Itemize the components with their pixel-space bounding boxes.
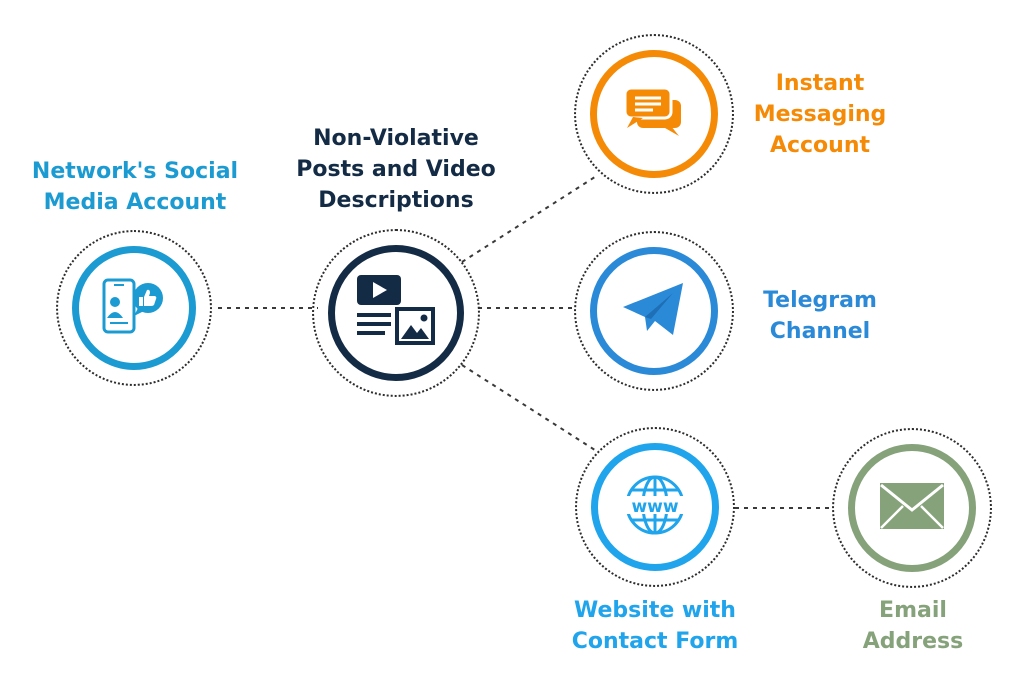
node-posts-videos xyxy=(312,229,480,397)
node-website-dashed-ring xyxy=(575,427,735,587)
node-social-dashed-ring xyxy=(56,230,212,386)
label-email-line-1: Email xyxy=(879,598,947,623)
chat-bubbles-icon xyxy=(623,86,685,142)
label-social-line-2: Media Account xyxy=(43,190,227,215)
node-telegram-dashed-ring xyxy=(574,231,734,391)
node-email-dashed-ring xyxy=(832,428,992,588)
globe-www-icon: www xyxy=(619,473,691,541)
video-image-post-icon xyxy=(355,273,437,353)
label-telegram-channel: Telegram Channel xyxy=(745,285,895,347)
label-telegram-line-1: Telegram xyxy=(763,288,877,313)
node-messaging-dashed-ring xyxy=(574,34,734,194)
label-website-line-1: Website with xyxy=(574,598,736,623)
telegram-plane-icon xyxy=(621,281,687,341)
label-messaging-line-2: Messaging xyxy=(753,102,887,127)
node-instant-messaging xyxy=(574,34,734,194)
node-telegram-channel xyxy=(574,231,734,391)
label-messaging-line-3: Account xyxy=(769,133,871,158)
node-email-address xyxy=(832,428,992,588)
node-social-media xyxy=(56,230,212,386)
label-email-address: Email Address xyxy=(840,595,986,657)
label-telegram-line-2: Channel xyxy=(769,319,871,344)
label-instant-messaging: Instant Messaging Account xyxy=(735,68,905,161)
phone-social-like-icon xyxy=(102,276,166,340)
svg-text:www: www xyxy=(631,497,678,517)
connector-posts-to-website xyxy=(461,364,599,453)
node-posts-dashed-ring xyxy=(312,229,480,397)
label-website-contact-form: Website with Contact Form xyxy=(540,595,770,657)
label-posts-videos: Non-Violative Posts and Video Descriptio… xyxy=(280,123,512,216)
node-website-contact-form: www xyxy=(575,427,735,587)
label-posts-line-1: Non-Violative xyxy=(313,126,479,151)
label-social-line-1: Network's Social xyxy=(31,159,239,184)
label-email-line-2: Address xyxy=(862,629,964,654)
label-posts-line-3: Descriptions xyxy=(318,188,474,213)
envelope-icon xyxy=(879,482,945,534)
label-website-line-2: Contact Form xyxy=(571,629,739,654)
label-posts-line-2: Posts and Video xyxy=(296,157,496,182)
label-messaging-line-1: Instant xyxy=(775,71,865,96)
label-social-media: Network's Social Media Account xyxy=(20,156,250,218)
